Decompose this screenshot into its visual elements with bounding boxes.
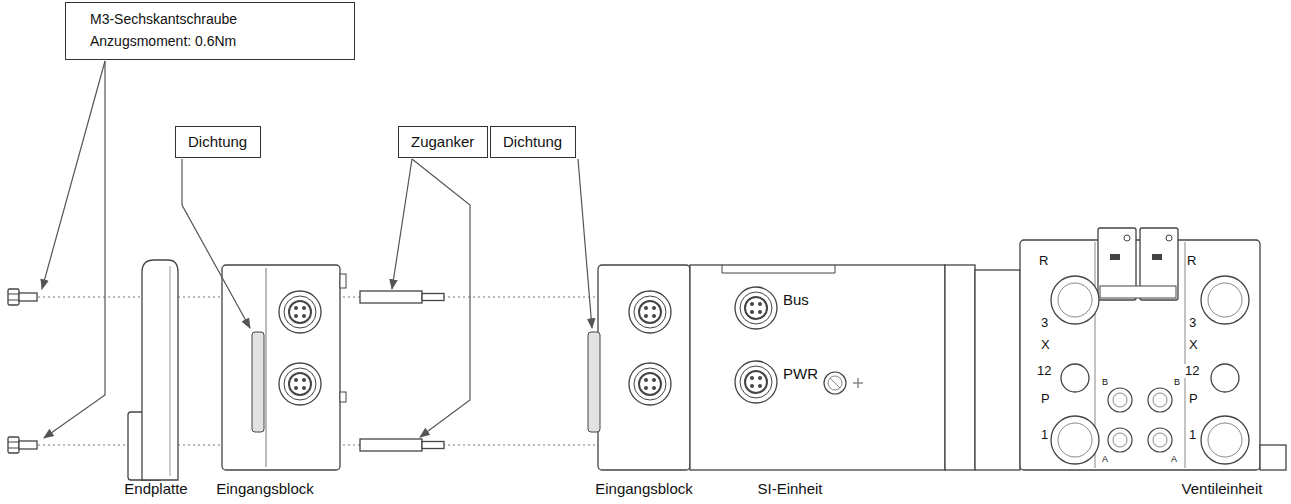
port-number: R: [1038, 254, 1049, 268]
tie-rod: [360, 291, 444, 303]
port-number: B: [1173, 378, 1181, 388]
callout-box: M3-SechskantschraubeAnzugsmoment: 0.6Nm: [65, 2, 355, 60]
callout-text: Dichtung: [503, 133, 563, 150]
port-number: A: [1101, 455, 1109, 465]
callout-text: Zuganker: [411, 133, 475, 150]
port-number: 12: [1184, 364, 1200, 378]
port-number: 1: [1188, 428, 1197, 442]
port-number: X: [1188, 338, 1199, 352]
si-unit: [690, 265, 1020, 470]
input-block: [222, 265, 346, 470]
port-number: 1: [1040, 428, 1049, 442]
port-label: Bus: [782, 292, 810, 309]
port-number: 3: [1188, 316, 1197, 330]
port-number: P: [1040, 392, 1051, 406]
port-number: 12: [1036, 364, 1052, 378]
part-callout: Zuganker: [398, 126, 488, 158]
part-callout: Dichtung: [490, 126, 576, 158]
tie-rod: [360, 439, 444, 451]
leader-line: [42, 61, 592, 438]
port-number: P: [1188, 392, 1199, 406]
part-name: Eingangsblock: [215, 481, 315, 498]
callout-text: M3-Sechskantschraube: [90, 11, 330, 27]
port-number: A: [1170, 455, 1178, 465]
part-callout: Dichtung: [175, 126, 261, 158]
part-name: Eingangsblock: [594, 481, 694, 498]
part-name: SI-Einheit: [756, 481, 823, 498]
input-block: [588, 265, 690, 470]
hex-screw: [8, 289, 37, 305]
end-plate: [128, 260, 178, 480]
hex-screw: [8, 437, 37, 453]
callout-text: Dichtung: [188, 133, 248, 150]
port-label: PWR: [782, 366, 819, 383]
valve-unit: [1020, 228, 1286, 470]
part-name: Endplatte: [123, 481, 188, 498]
port-number: X: [1040, 338, 1051, 352]
part-name: Ventileinheit: [1181, 481, 1264, 498]
callout-text: Anzugsmoment: 0.6Nm: [90, 33, 330, 49]
port-number: R: [1186, 254, 1197, 268]
port-number: B: [1101, 378, 1109, 388]
port-number: 3: [1040, 316, 1049, 330]
